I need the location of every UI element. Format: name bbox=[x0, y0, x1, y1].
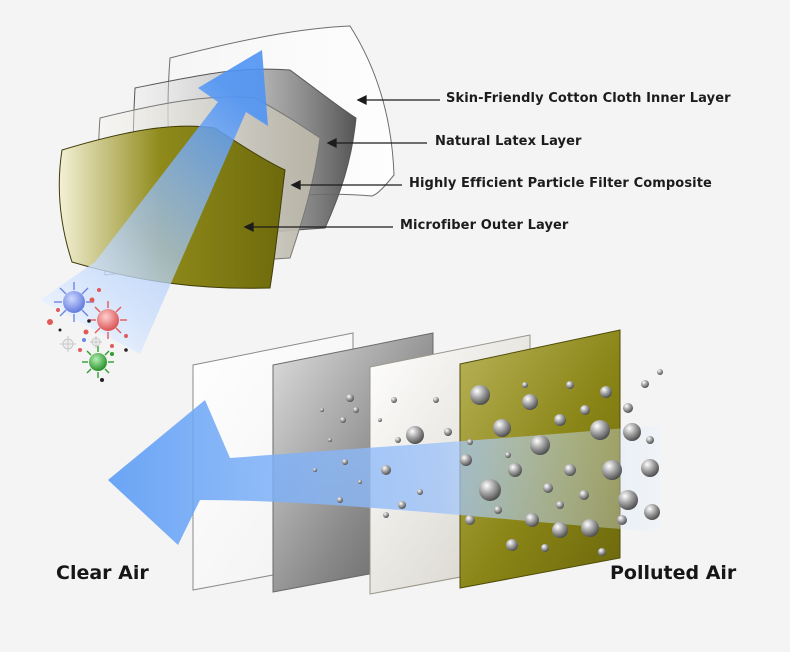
pollutant-particle bbox=[313, 468, 317, 472]
pollutant-particle bbox=[657, 369, 663, 375]
virus-white-icon bbox=[60, 336, 76, 352]
pollutant-particle bbox=[433, 397, 439, 403]
pollutant-particles bbox=[313, 369, 663, 556]
pollutant-particle bbox=[646, 436, 654, 444]
pollutant-particle bbox=[391, 397, 397, 403]
label-inner-layer: Skin-Friendly Cotton Cloth Inner Layer bbox=[446, 91, 731, 106]
polluted-air-label: Polluted Air bbox=[610, 562, 737, 584]
pollutant-particle bbox=[328, 438, 332, 442]
pollutant-particle bbox=[641, 459, 659, 477]
pollutant-particle bbox=[623, 403, 633, 413]
pollutant-particle bbox=[554, 414, 566, 426]
pollutant-particle bbox=[564, 464, 576, 476]
pollutant-particle bbox=[543, 483, 553, 493]
pollutant-particle bbox=[530, 435, 550, 455]
pollutant-particle bbox=[541, 544, 549, 552]
pollutant-particle bbox=[623, 423, 641, 441]
pollutant-particle bbox=[641, 380, 649, 388]
virus-green-icon bbox=[82, 346, 114, 378]
label-filter-layer: Highly Efficient Particle Filter Composi… bbox=[409, 176, 712, 191]
pollutant-particle bbox=[342, 459, 348, 465]
pollutant-particle bbox=[470, 385, 490, 405]
pollutant-particle bbox=[598, 548, 606, 556]
label-outer-layer: Microfiber Outer Layer bbox=[400, 218, 569, 233]
pollutant-particle bbox=[465, 515, 475, 525]
label-latex-layer: Natural Latex Layer bbox=[435, 134, 582, 149]
pollutant-particle bbox=[505, 452, 511, 458]
pollutant-particle bbox=[444, 428, 452, 436]
pollutant-particle bbox=[618, 490, 638, 510]
pollutant-particle bbox=[525, 513, 539, 527]
callout-arrowhead-outer bbox=[243, 221, 254, 233]
pollutant-particle bbox=[417, 489, 423, 495]
pollutant-particle bbox=[353, 407, 359, 413]
pollutant-particle bbox=[340, 417, 346, 423]
pollutant-particle bbox=[579, 490, 589, 500]
pollutant-particle bbox=[406, 426, 424, 444]
pollutant-particle bbox=[590, 420, 610, 440]
pollutant-particle bbox=[580, 405, 590, 415]
pollutant-particle bbox=[522, 382, 528, 388]
pollutant-particle bbox=[602, 460, 622, 480]
pollutant-particle bbox=[600, 386, 612, 398]
pollutant-particle bbox=[358, 480, 362, 484]
germ-dots bbox=[47, 288, 128, 382]
pollutant-particle bbox=[460, 454, 472, 466]
callout-arrows bbox=[243, 94, 440, 233]
pollutant-particle bbox=[493, 419, 511, 437]
pollutant-particle bbox=[494, 506, 502, 514]
callout-arrowhead-inner bbox=[356, 94, 367, 106]
mask-airflow-beam bbox=[40, 50, 268, 354]
pollutant-particle bbox=[395, 437, 401, 443]
pollutant-particle bbox=[378, 418, 382, 422]
pollutant-particle bbox=[522, 394, 538, 410]
pollutant-particle bbox=[398, 501, 406, 509]
callout-arrowhead-filter bbox=[290, 179, 301, 191]
pollutant-particle bbox=[479, 479, 501, 501]
virus-blue-icon bbox=[54, 282, 94, 322]
pollutant-particle bbox=[556, 501, 564, 509]
pollutant-particle bbox=[320, 408, 324, 412]
pollutant-particle bbox=[346, 394, 354, 402]
virus-white-icon bbox=[90, 336, 102, 348]
germ-cluster bbox=[47, 282, 128, 382]
pollutant-particle bbox=[383, 512, 389, 518]
callout-arrowhead-latex bbox=[326, 137, 337, 149]
pollutant-particle bbox=[617, 515, 627, 525]
pollutant-particle bbox=[644, 504, 660, 520]
pollutant-particle bbox=[467, 439, 473, 445]
pollutant-particle bbox=[581, 519, 599, 537]
pollutant-particle bbox=[566, 381, 574, 389]
virus-red-icon bbox=[89, 301, 127, 339]
clear-air-label: Clear Air bbox=[56, 562, 149, 584]
pollutant-particle bbox=[552, 522, 568, 538]
pollutant-particle bbox=[506, 539, 518, 551]
pollutant-particle bbox=[337, 497, 343, 503]
pollutant-particle bbox=[381, 465, 391, 475]
pollutant-particle bbox=[508, 463, 522, 477]
